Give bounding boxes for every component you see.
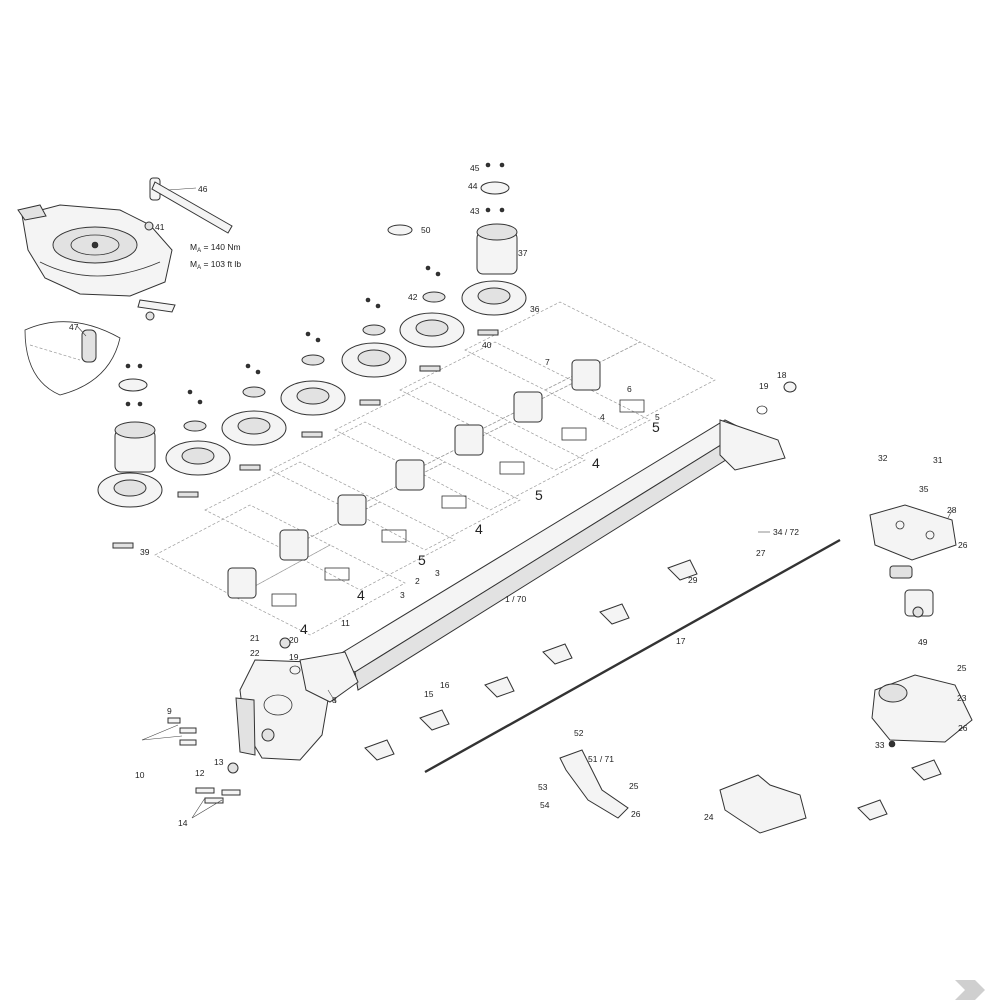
callout: 26 [958,540,968,550]
callout: 34 / 72 [773,527,799,537]
callout: 6 [627,384,632,394]
knife-plates [112,329,499,549]
housing-bolts [167,637,291,804]
callout: 26 [958,723,968,733]
group-label: 5 [535,487,543,503]
callout: 50 [421,225,431,235]
callout: 3 [435,568,440,578]
callout: 2 [415,576,420,586]
callout: 9 [167,706,172,716]
callout: 53 [538,782,548,792]
bolt-clusters [125,162,505,407]
callout: 5 [655,412,660,422]
leader-lines [76,187,953,819]
cutting-discs [97,280,527,508]
callout: 51 / 71 [588,754,614,764]
callout: 35 [919,484,929,494]
callout: 29 [688,575,698,585]
callout: 13 [214,757,224,767]
callout: 16 [440,680,450,690]
callout: 25 [629,781,639,791]
group-labels: 5 4 5 4 5 4 4 [300,419,660,637]
group-label: 4 [475,521,483,537]
guard-plate-24 [719,774,807,834]
skids [364,559,942,821]
callout: 37 [518,248,528,258]
gearbox-units [227,359,645,607]
callout: 19 [759,381,769,391]
callout: 33 [875,740,885,750]
callout: 4 [600,412,605,422]
callout: 1 / 70 [505,594,527,604]
callout: 26 [631,809,641,819]
callout: 32 [878,453,888,463]
callout: 28 [947,505,957,515]
callout: 24 [704,812,714,822]
main-gearbox-housing [235,651,359,761]
callout: 41 [155,222,165,232]
callout: 11 [341,618,350,628]
callout: 17 [676,636,686,646]
callout: 12 [195,768,205,778]
callout: 19 [289,652,299,662]
drive-shaft [424,538,841,774]
torque-spec-ftlb: MA = 103 ft lb [190,259,241,271]
callout: 40 [482,340,492,350]
callout: 54 [540,800,550,810]
callout: 15 [424,689,434,699]
callout: 43 [470,206,480,216]
callout: 45 [470,163,480,173]
torque-spec-nm: MA = 140 Nm [190,242,241,254]
callouts: 1 / 70 2 3 3 4 5 6 7 8 9 10 11 12 13 14 … [69,163,968,828]
callout: 52 [574,728,584,738]
disc-housing-detail [17,177,233,396]
callout: 31 [933,455,943,465]
callout: 21 [250,633,260,643]
callout: 14 [178,818,188,828]
group-label: 4 [357,587,365,603]
brand-mark [955,980,985,1000]
callout: 27 [756,548,766,558]
callout: 18 [777,370,787,380]
group-label: 4 [592,455,600,471]
callout: 20 [289,635,299,645]
hub-rings [118,181,510,432]
callout: 44 [468,181,478,191]
callout: 47 [69,322,79,332]
callout: 39 [140,547,150,557]
callout: 25 [957,663,967,673]
callout: 23 [957,693,967,703]
callout: 42 [408,292,418,302]
callout: 46 [198,184,208,194]
callout: 8 [332,695,337,705]
callout: 3 [400,590,405,600]
group-label: 5 [418,552,426,568]
module-outline-row [154,301,716,636]
group-label: 4 [300,621,308,637]
callout: 7 [545,357,550,367]
callout: 36 [530,304,540,314]
callout: 49 [918,637,928,647]
drum-caps [114,223,518,473]
group-label: 5 [652,419,660,435]
callout: 10 [135,770,145,780]
cutter-bar [328,419,786,691]
right-end-drive [289,381,973,748]
callout: 22 [250,648,260,658]
bracket-51-71 [559,749,629,819]
